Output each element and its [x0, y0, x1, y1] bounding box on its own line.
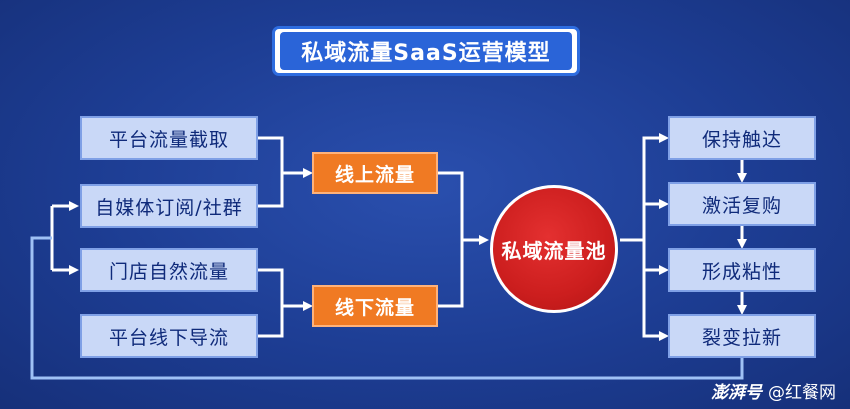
arrow-pool-stage4 — [642, 240, 669, 341]
stage-box-stickiness: 形成粘性 — [668, 248, 816, 292]
stage-box-referral: 裂变拉新 — [668, 314, 816, 358]
arrow-pool-stage1 — [620, 133, 669, 242]
watermark: 澎湃号 @红餐网 — [711, 378, 836, 403]
line-source2-online — [258, 173, 284, 208]
private-traffic-pool: 私域流量池 — [490, 185, 618, 313]
line-source4-offline — [258, 306, 284, 338]
source-box-offline-guide: 平台线下导流 — [80, 314, 258, 358]
arrow-source3-offline — [258, 268, 313, 311]
line-offline-pool — [438, 240, 464, 308]
source-box-store-traffic: 门店自然流量 — [80, 248, 258, 292]
channel-box-online: 线上流量 — [312, 152, 438, 194]
source-box-media-community: 自媒体订阅/社群 — [80, 184, 258, 228]
feedback-loop-line — [30, 236, 744, 380]
arrow-online-pool — [438, 171, 489, 245]
diagram-title: 私域流量SaaS运营模型 — [280, 32, 572, 70]
source-box-platform-traffic: 平台流量截取 — [80, 116, 258, 160]
diagram-title-frame: 私域流量SaaS运营模型 — [272, 26, 580, 76]
lines-right — [620, 133, 747, 341]
watermark-account: @红餐网 — [768, 383, 836, 403]
stage-box-reactivate: 激活复购 — [668, 182, 816, 226]
watermark-brand: 澎湃号 — [711, 383, 762, 403]
channel-box-offline: 线下流量 — [312, 285, 438, 327]
stage-box-keep-reach: 保持触达 — [668, 116, 816, 160]
arrow-source1-online — [258, 136, 313, 178]
